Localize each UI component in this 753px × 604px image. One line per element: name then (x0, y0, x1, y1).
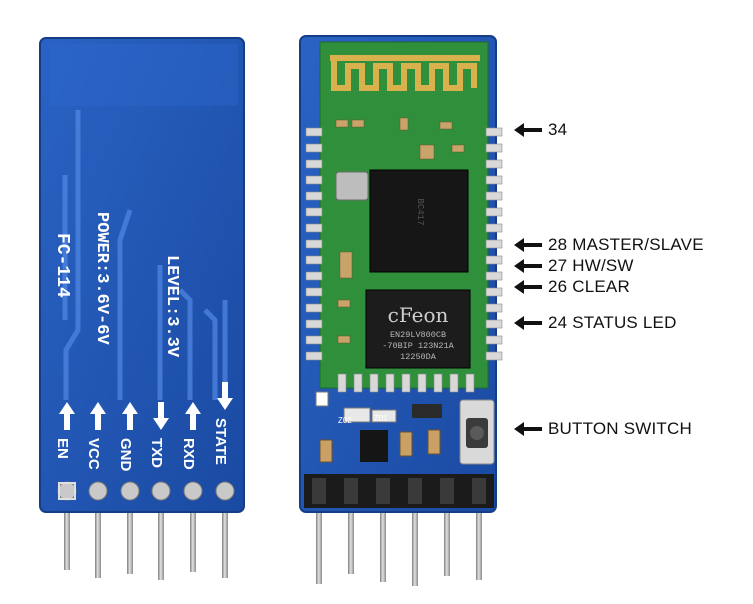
left-arrow-icon (514, 316, 542, 330)
callout-label: BUTTON SWITCH (548, 419, 692, 438)
callout-status-led: 24 STATUS LED (512, 313, 677, 333)
front-board: BC417 cFeon EN29LV800CB -70BIP 123N21A 1… (299, 35, 503, 586)
bottom-chip-line-3: 12250DA (400, 352, 437, 362)
callout-hw-sw: 27 HW/SW (512, 256, 634, 276)
left-arrow-icon (514, 238, 542, 252)
pin-label-vcc: VCC (85, 438, 102, 470)
bottom-chip-line-2: -70BIP 123N21A (382, 341, 454, 351)
left-arrow-icon (514, 280, 542, 294)
callout-label: 28 MASTER/SLAVE (548, 235, 704, 254)
left-arrow-icon (514, 123, 542, 137)
left-arrow-icon (514, 422, 542, 436)
pin-label-txd: TXD (148, 438, 165, 468)
back-power-label: POWER:3.6V-6V (92, 212, 111, 345)
back-header-pins (64, 500, 228, 580)
top-chip-text-1: BC417 (415, 198, 425, 225)
back-model-label: FC-114 (52, 233, 72, 298)
back-level-label: LEVEL:3.3V (162, 255, 181, 358)
module-smd-parts (335, 117, 465, 344)
back-pin-arrows (59, 382, 233, 430)
callout-button-switch: BUTTON SWITCH (512, 419, 692, 439)
pin-label-rxd: RXD (180, 438, 197, 470)
callout-34: 34 (512, 120, 567, 140)
pin-label-en: EN (54, 438, 71, 459)
smd-label-z02: Z02 (338, 416, 352, 425)
callout-master-slave: 28 MASTER/SLAVE (512, 235, 704, 255)
smd-label-z01: Z01 (374, 414, 388, 423)
front-header-pins (316, 500, 482, 586)
back-board: FC-114 POWER:3.6V-6V LEVEL:3.3V EN VCC G… (39, 37, 245, 580)
callout-label: 34 (548, 120, 568, 139)
callout-label: 24 STATUS LED (548, 313, 677, 332)
pin-label-state: STATE (212, 418, 229, 465)
bottom-chip-line-1: EN29LV800CB (390, 330, 446, 340)
left-arrow-icon (514, 259, 542, 273)
module-side-pads (305, 127, 503, 393)
pin-label-gnd: GND (117, 438, 134, 472)
antenna-trace (330, 55, 480, 91)
callout-label: 27 HW/SW (548, 256, 634, 275)
bottom-chip-brand: cFeon (388, 303, 449, 327)
back-pin-pads (57, 481, 235, 501)
callout-clear: 26 CLEAR (512, 277, 630, 297)
back-traces (62, 110, 228, 400)
carrier-components (315, 391, 495, 465)
callout-label: 26 CLEAR (548, 277, 630, 296)
